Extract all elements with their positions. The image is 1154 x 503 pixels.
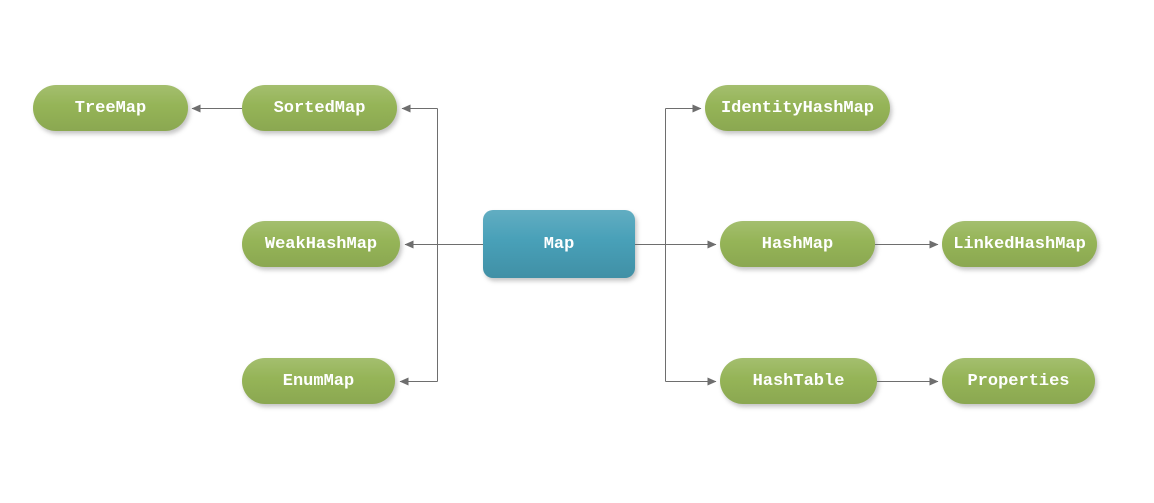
node-sortedmap[interactable]: SortedMap	[242, 85, 397, 131]
node-enummap[interactable]: EnumMap	[242, 358, 395, 404]
node-treemap[interactable]: TreeMap	[33, 85, 188, 131]
node-properties[interactable]: Properties	[942, 358, 1095, 404]
node-weakhashmap[interactable]: WeakHashMap	[242, 221, 400, 267]
node-map[interactable]: Map	[483, 210, 635, 278]
node-hashtable[interactable]: HashTable	[720, 358, 877, 404]
node-identityhashmap[interactable]: IdentityHashMap	[705, 85, 890, 131]
node-hashmap[interactable]: HashMap	[720, 221, 875, 267]
node-linkedhashmap[interactable]: LinkedHashMap	[942, 221, 1097, 267]
